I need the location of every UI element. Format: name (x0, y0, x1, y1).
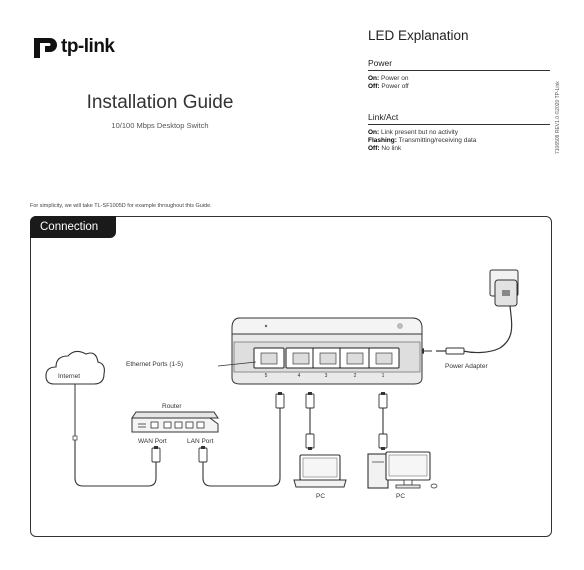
ethernet-port-2 (339, 347, 371, 369)
internet-cloud-icon (45, 350, 105, 385)
led-power-line-off: Off: Power off (368, 83, 409, 90)
port-number-2: 2 (354, 373, 357, 379)
lan-cable (202, 408, 281, 487)
led-title: LED Explanation (368, 28, 469, 43)
ethernet-port-5 (253, 347, 285, 369)
desktop-pc-icon (367, 451, 438, 489)
wan-port-label: WAN Port (138, 438, 167, 445)
ethernet-ports-label: Ethernet Ports (1-5) (126, 361, 183, 368)
router-icon (131, 411, 219, 433)
port-number-5: 5 (265, 373, 268, 379)
ethernet-port-1 (368, 347, 400, 369)
led-link-heading: Link/Act (368, 112, 399, 122)
laptop-cable (305, 392, 315, 450)
port-number-4: 4 (298, 373, 301, 379)
laptop-icon (293, 454, 347, 488)
ethernet-port-3 (312, 347, 344, 369)
led-link-divider (368, 124, 550, 125)
brand-name: tp-link (61, 36, 115, 57)
led-power-divider (368, 70, 550, 71)
internet-label: Internet (58, 373, 80, 380)
wan-cable (74, 440, 157, 487)
brand-logo: tp-link (28, 34, 115, 60)
switch-led (264, 324, 268, 328)
power-adapter-icon (436, 269, 519, 355)
power-adapter-label: Power Adapter (445, 363, 488, 370)
wan-plug-icon (151, 446, 161, 463)
lan-plug-router-icon (198, 446, 208, 463)
port-number-1: 1 (382, 373, 385, 379)
ethernet-port-4 (285, 347, 317, 369)
ethernet-ports-leader (217, 361, 257, 367)
svg-text:7106509 REV1.0 ©2020 TP-Link: 7106509 REV1.0 ©2020 TP-Link (554, 81, 561, 154)
led-link-line-off: Off: No link (368, 145, 402, 152)
page-subtitle: 10/100 Mbps Desktop Switch (111, 121, 209, 130)
desktop-cable (378, 392, 388, 450)
port-number-3: 3 (325, 373, 328, 379)
led-power-line-on: On: Power on (368, 75, 409, 82)
led-link-line-flashing: Flashing: Transmitting/receiving data (368, 137, 477, 144)
connection-panel (30, 216, 552, 537)
page-title: Installation Guide (86, 92, 234, 113)
switch-brand-mark (397, 323, 403, 329)
laptop-pc-label: PC (316, 493, 325, 500)
led-power-heading: Power (368, 58, 393, 68)
document-code: 7106509 REV1.0 ©2020 TP-Link (554, 81, 561, 154)
example-note: For simplicity, we will take TL-SF1005D … (30, 203, 212, 209)
led-link-line-on: On: Link present but no activity (368, 129, 458, 136)
ethernet-ports (253, 347, 400, 369)
router-label: Router (162, 403, 182, 410)
connection-tab: Connection (30, 216, 116, 238)
tp-link-logo-icon (34, 38, 57, 58)
lan-port-label: LAN Port (187, 438, 214, 445)
lan-plug-switch-icon (275, 392, 285, 409)
desktop-pc-label: PC (396, 493, 405, 500)
